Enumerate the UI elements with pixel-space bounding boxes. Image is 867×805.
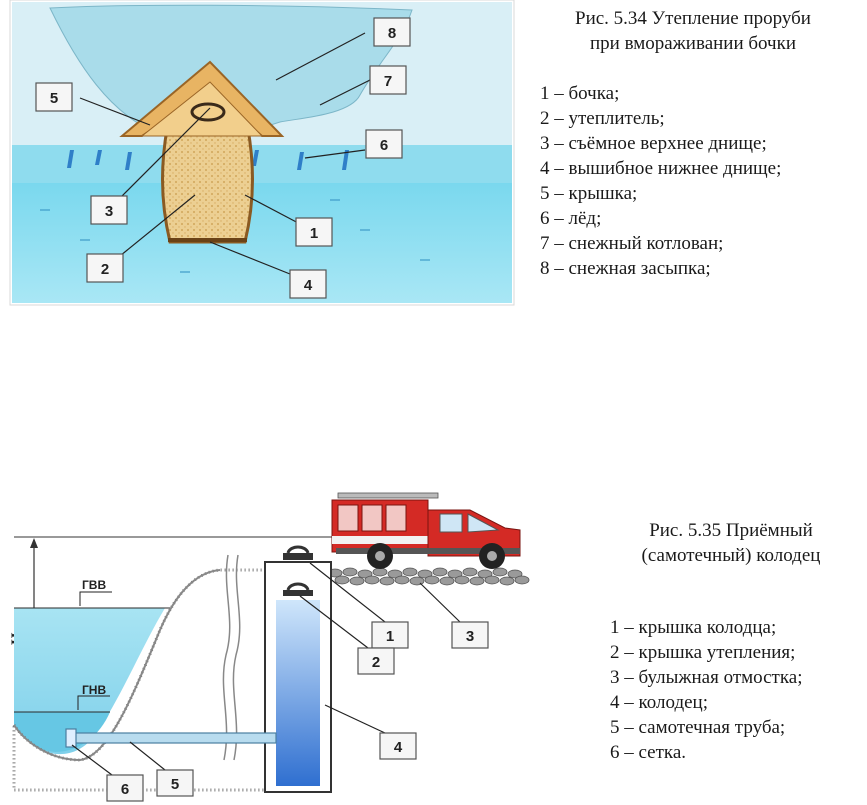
callout-2-fig2: [357, 647, 395, 675]
callout-3-fig2: [451, 621, 489, 649]
legend-item: 6 – лёд;: [540, 208, 602, 229]
removable-top: [190, 102, 226, 122]
callout-1-fig1: [295, 217, 333, 247]
dim-arrow-top: [30, 538, 38, 548]
legend-item: 3 – булыжная отмостка;: [610, 667, 803, 688]
callout-5-fig2: [156, 769, 194, 797]
intake-mesh: [65, 728, 77, 748]
figure2-caption-line2: (самотечный) колодец: [641, 545, 821, 566]
gvv-marker: [79, 591, 112, 606]
gravity-pipe: [71, 732, 277, 744]
callout-7-fig1: [369, 65, 407, 95]
callout-label-6: 6: [380, 137, 388, 154]
callout-4-fig1: [289, 269, 327, 299]
callout-label-2: 2: [101, 261, 109, 278]
legend-item: 3 – съёмное верхнее днище;: [540, 133, 767, 154]
water-ripples: [40, 199, 430, 273]
figure2-caption-line1: Рис. 5.35 Приёмный: [649, 520, 813, 541]
callout-1-fig2: [371, 621, 409, 649]
figure1-caption-line1: Рис. 5.34 Утепление проруби: [575, 8, 811, 29]
figure2-illustration: Нвс ГВВ ГНВ: [9, 492, 530, 802]
legend-item: 5 – самотечная труба;: [610, 717, 786, 738]
callout-2-fig1: [86, 253, 124, 283]
figure1-caption: Рис. 5.34 Утепление проруби при вморажив…: [528, 6, 858, 56]
legend-item: 2 – крышка утепления;: [610, 642, 796, 663]
figure1-legend: 1 – бочка; 2 – утеплитель; 3 – съёмное в…: [540, 81, 781, 281]
fire-truck: [331, 492, 521, 569]
gnv-label: ГНВ: [82, 683, 106, 697]
figure1-illustration: 5 8 7 6 3 1 2 4: [9, 0, 515, 306]
embankment-edge: [13, 569, 221, 762]
figure2-legend: 1 – крышка колодца; 2 – крышка утепления…: [610, 615, 803, 765]
break-mark-left: [222, 554, 231, 761]
legend-item: 4 – колодец;: [610, 692, 708, 713]
fig2-callout-label-4: 4: [394, 739, 403, 756]
legend-item: 5 – крышка;: [540, 183, 638, 204]
ice-cracks: [67, 150, 349, 170]
callout-label-3: 3: [105, 203, 113, 220]
break-mark-right: [232, 554, 241, 761]
fig2-callout-label-2: 2: [372, 654, 380, 671]
callout-6-fig1: [365, 129, 403, 159]
callout-3-fig1: [90, 195, 128, 225]
callout-label-5: 5: [50, 90, 58, 107]
legend-item: 4 – вышибное нижнее днище;: [540, 158, 782, 179]
lid-roof-inner: [140, 81, 264, 137]
figure1-leaders: [79, 32, 371, 279]
well-cover-handle: [286, 545, 310, 554]
callout-label-1: 1: [310, 225, 318, 242]
insulation-cover-handle: [286, 582, 310, 591]
figure2-caption: Рис. 5.35 Приёмный (самотечный) колодец: [598, 518, 864, 568]
legend-item: 1 – крышка колодца;: [610, 617, 777, 638]
fig2-callout-label-6: 6: [121, 781, 129, 798]
legend-item: 7 – снежный котлован;: [540, 233, 724, 254]
well-water: [276, 600, 320, 786]
callout-label-7: 7: [384, 73, 392, 90]
well-cover: [283, 553, 313, 560]
callout-8-fig1: [373, 17, 411, 47]
legend-item: 2 – утеплитель;: [540, 108, 665, 129]
insulation-cover: [283, 590, 313, 596]
figure2-leaders: [71, 562, 461, 776]
callout-5-fig1: [35, 82, 73, 112]
fig2-callout-label-3: 3: [466, 628, 474, 645]
gvv-label: ГВВ: [82, 578, 106, 592]
legend-item: 1 – бочка;: [540, 83, 620, 104]
legend-item: 6 – сетка.: [610, 742, 687, 763]
callout-6-fig2: [106, 774, 144, 802]
gnv-marker: [77, 695, 110, 710]
gravel-pavement: [327, 567, 530, 586]
callout-label-4: 4: [304, 277, 313, 294]
fig2-callout-label-5: 5: [171, 776, 179, 793]
legend-item: 8 – снежная засыпка;: [540, 258, 711, 279]
fig2-callout-label-1: 1: [386, 628, 394, 645]
callout-label-8: 8: [388, 25, 396, 42]
figure1-caption-line2: при вмораживании бочки: [589, 33, 797, 54]
callout-4-fig2: [379, 732, 417, 760]
ice-layer: [12, 145, 512, 183]
water-body: [12, 183, 512, 303]
